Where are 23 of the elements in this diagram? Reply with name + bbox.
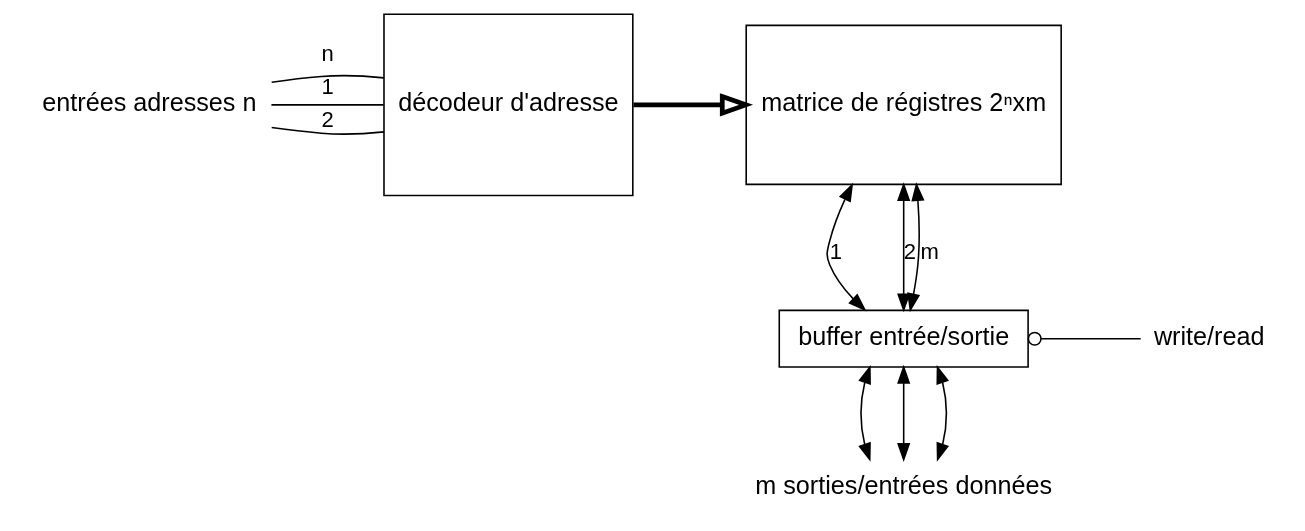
node-box: décodeur d'adresse: [383, 13, 634, 197]
connector: [270, 74, 385, 83]
node-box: matrice de régistres 2ⁿxm: [745, 24, 1062, 186]
edge-label: 2: [903, 238, 917, 264]
edge-label: 1: [829, 238, 843, 264]
arrow: [936, 364, 950, 462]
arrow: [633, 93, 754, 117]
arrow: [897, 182, 911, 313]
node-text: entrées adresses n: [42, 87, 257, 116]
edge-label: 1: [321, 74, 334, 100]
edge-label: n: [321, 41, 334, 67]
arrow: [826, 182, 867, 312]
connector: [270, 126, 385, 135]
node-text: m sorties/entrées données: [755, 471, 1053, 500]
arrow: [858, 364, 871, 462]
connector: [1027, 331, 1142, 346]
arrow: [907, 182, 925, 313]
node-text: write/read: [1153, 321, 1265, 350]
edge-label: 2: [321, 107, 334, 133]
edge-label: m: [920, 238, 939, 264]
node-box: buffer entrée/sortie: [778, 309, 1029, 368]
arrow: [897, 364, 911, 462]
connector: [270, 104, 385, 106]
